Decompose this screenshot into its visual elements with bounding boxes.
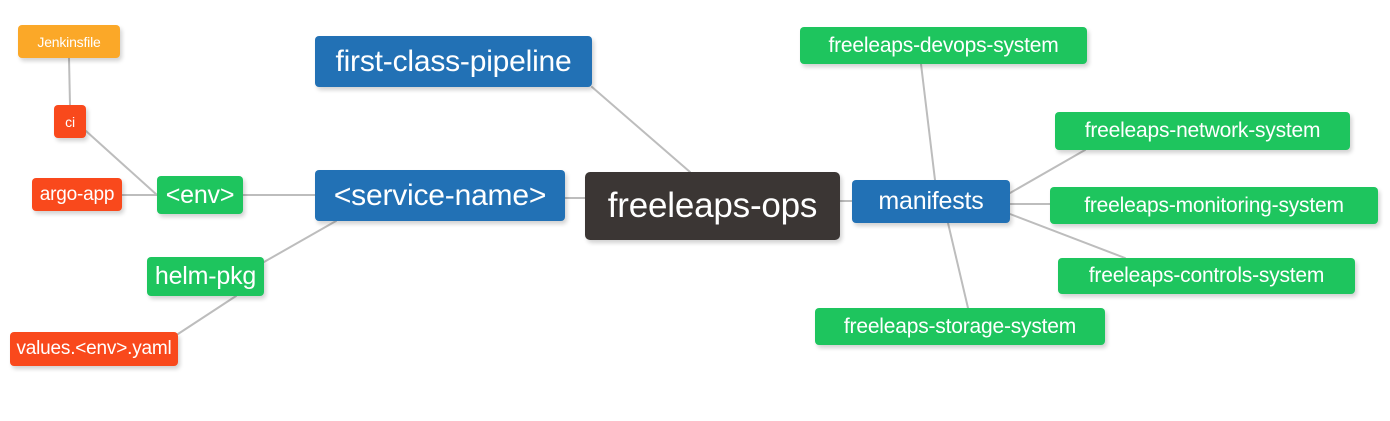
node-label-network-system: freeleaps-network-system [1084, 119, 1321, 142]
node-label-devops-system: freeleaps-devops-system [828, 33, 1059, 57]
node-devops-system[interactable]: freeleaps-devops-system [800, 27, 1087, 64]
node-label-ci: ci [65, 113, 75, 130]
node-label-values-yaml: values.<env>.yaml [16, 338, 172, 359]
node-controls-system[interactable]: freeleaps-controls-system [1058, 258, 1355, 294]
node-label-monitoring-system: freeleaps-monitoring-system [1084, 193, 1344, 217]
node-label-service-name: <service-name> [333, 178, 547, 212]
node-freeleaps-ops[interactable]: freeleaps-ops [585, 172, 840, 240]
node-service-name[interactable]: <service-name> [315, 170, 565, 221]
node-label-first-class-pipeline: first-class-pipeline [335, 44, 572, 78]
node-label-helm-pkg: helm-pkg [154, 262, 257, 290]
node-env[interactable]: <env> [157, 176, 243, 214]
node-monitoring-system[interactable]: freeleaps-monitoring-system [1050, 187, 1378, 224]
node-label-argo-app: argo-app [39, 183, 115, 205]
node-jenkinsfile[interactable]: Jenkinsfile [18, 25, 120, 58]
node-storage-system[interactable]: freeleaps-storage-system [815, 308, 1105, 345]
node-values-yaml[interactable]: values.<env>.yaml [10, 332, 178, 366]
node-helm-pkg[interactable]: helm-pkg [147, 257, 264, 296]
node-label-storage-system: freeleaps-storage-system [843, 314, 1077, 338]
edge-first-class-pipeline-to-freeleaps-ops [591, 86, 691, 173]
edge-jenkinsfile-to-ci [68, 57, 71, 106]
edge-values-yaml-to-helm-pkg [177, 295, 237, 335]
node-ci[interactable]: ci [54, 105, 86, 138]
node-label-env: <env> [165, 180, 235, 209]
node-manifests[interactable]: manifests [852, 180, 1010, 223]
edge-manifests-to-storage-system [947, 222, 969, 309]
node-label-freeleaps-ops: freeleaps-ops [607, 186, 818, 225]
node-label-controls-system: freeleaps-controls-system [1088, 264, 1325, 287]
node-argo-app[interactable]: argo-app [32, 178, 122, 211]
edge-manifests-to-devops-system [920, 63, 936, 181]
node-label-manifests: manifests [878, 187, 984, 215]
node-label-jenkinsfile: Jenkinsfile [37, 33, 101, 50]
node-first-class-pipeline[interactable]: first-class-pipeline [315, 36, 592, 87]
edge-helm-pkg-to-service-name [263, 220, 337, 263]
node-network-system[interactable]: freeleaps-network-system [1055, 112, 1350, 150]
